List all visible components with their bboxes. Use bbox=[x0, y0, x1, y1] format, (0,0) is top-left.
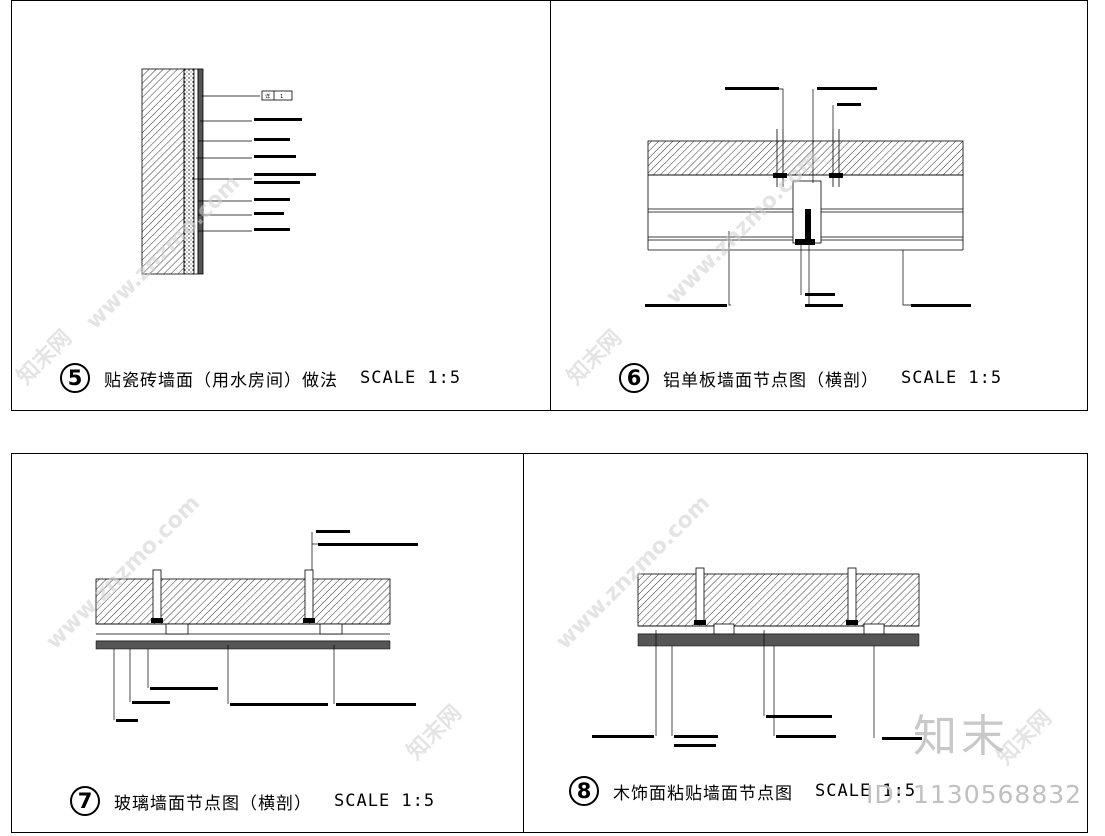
detail-title: 玻璃墙面节点图（横剖） bbox=[114, 793, 312, 814]
panel-7: 7 玻璃墙面节点图（横剖） SCALE 1:5 bbox=[11, 453, 524, 833]
detail-drawing-6 bbox=[645, 87, 971, 307]
detail-drawing-5: 详 1 bbox=[141, 68, 316, 275]
detail-title: 贴瓷砖墙面（用水房间）做法 bbox=[104, 370, 338, 391]
detail-drawing-8 bbox=[592, 567, 922, 747]
detail-scale: SCALE 1:5 bbox=[334, 791, 436, 811]
detail-callout-number: 1 bbox=[280, 94, 283, 100]
detail-title: 铝单板墙面节点图（横剖） bbox=[663, 370, 879, 391]
panel-8: 8 木饰面粘贴墙面节点图 SCALE 1:5 bbox=[523, 453, 1088, 833]
brand-logo: 知末 bbox=[913, 711, 1009, 762]
caption-6: 6 铝单板墙面节点图（横剖） SCALE 1:5 bbox=[619, 363, 1002, 393]
detail-callout-label: 详 bbox=[265, 93, 270, 100]
panel-6: 6 铝单板墙面节点图（横剖） SCALE 1:5 bbox=[550, 0, 1088, 411]
detail-number: 7 bbox=[70, 786, 100, 816]
detail-title: 木饰面粘贴墙面节点图 bbox=[613, 783, 793, 804]
detail-scale: SCALE 1:5 bbox=[901, 368, 1003, 388]
panel-5: 详 1 5 贴瓷砖墙面（用水房间）做法 SCALE 1:5 bbox=[11, 0, 551, 411]
detail-drawing-7 bbox=[95, 530, 418, 722]
detail-scale: SCALE 1:5 bbox=[815, 781, 917, 801]
detail-scale: SCALE 1:5 bbox=[360, 368, 462, 388]
image-id: ID: 1130568832 bbox=[866, 780, 1083, 809]
caption-8: 8 木饰面粘贴墙面节点图 SCALE 1:5 bbox=[569, 776, 916, 806]
caption-5: 5 贴瓷砖墙面（用水房间）做法 SCALE 1:5 bbox=[60, 363, 461, 393]
detail-number: 6 bbox=[619, 363, 649, 393]
detail-number: 5 bbox=[60, 363, 90, 393]
detail-number: 8 bbox=[569, 776, 599, 806]
caption-7: 7 玻璃墙面节点图（横剖） SCALE 1:5 bbox=[70, 786, 435, 816]
